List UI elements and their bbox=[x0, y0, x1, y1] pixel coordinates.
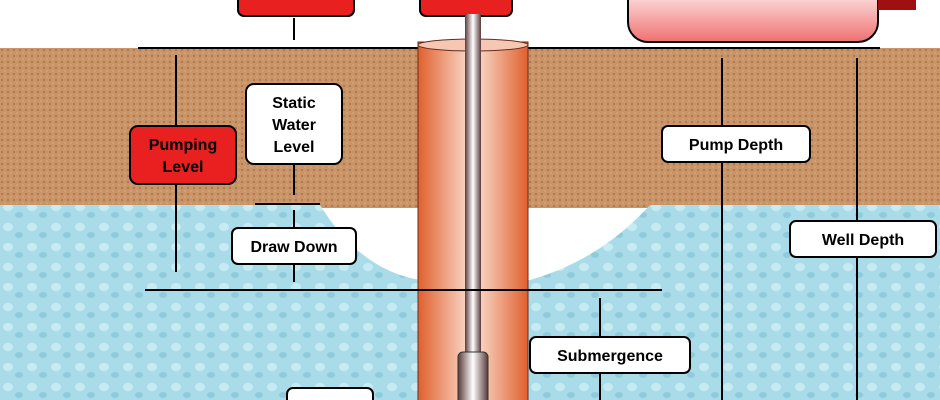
drop-pipe bbox=[465, 14, 481, 354]
label-pump-depth: Pump Depth bbox=[661, 125, 811, 163]
pump bbox=[457, 351, 489, 400]
label-submergence: Submergence bbox=[529, 336, 691, 374]
tank bbox=[627, 0, 879, 43]
label-draw-down: Draw Down bbox=[231, 227, 357, 265]
tank-outlet bbox=[878, 0, 916, 10]
label-pumping-level: Pumping Level bbox=[129, 125, 237, 185]
svg-text:Draw Down: Draw Down bbox=[250, 239, 337, 256]
top-red-label-left bbox=[237, 0, 355, 17]
svg-text:Well Depth: Well Depth bbox=[822, 232, 904, 249]
svg-text:Pump Depth: Pump Depth bbox=[689, 137, 783, 154]
svg-text:Static: Static bbox=[272, 95, 316, 112]
label-static-water-level: Static Water Level bbox=[245, 83, 343, 165]
svg-text:Submergence: Submergence bbox=[557, 348, 663, 365]
svg-text:Pumping: Pumping bbox=[149, 137, 217, 154]
bottom-label-box bbox=[286, 387, 374, 400]
svg-text:Level: Level bbox=[274, 139, 315, 156]
svg-text:Water: Water bbox=[272, 117, 316, 134]
top-red-label-center bbox=[419, 0, 513, 17]
label-well-depth: Well Depth bbox=[789, 220, 937, 258]
svg-text:Level: Level bbox=[163, 159, 204, 176]
